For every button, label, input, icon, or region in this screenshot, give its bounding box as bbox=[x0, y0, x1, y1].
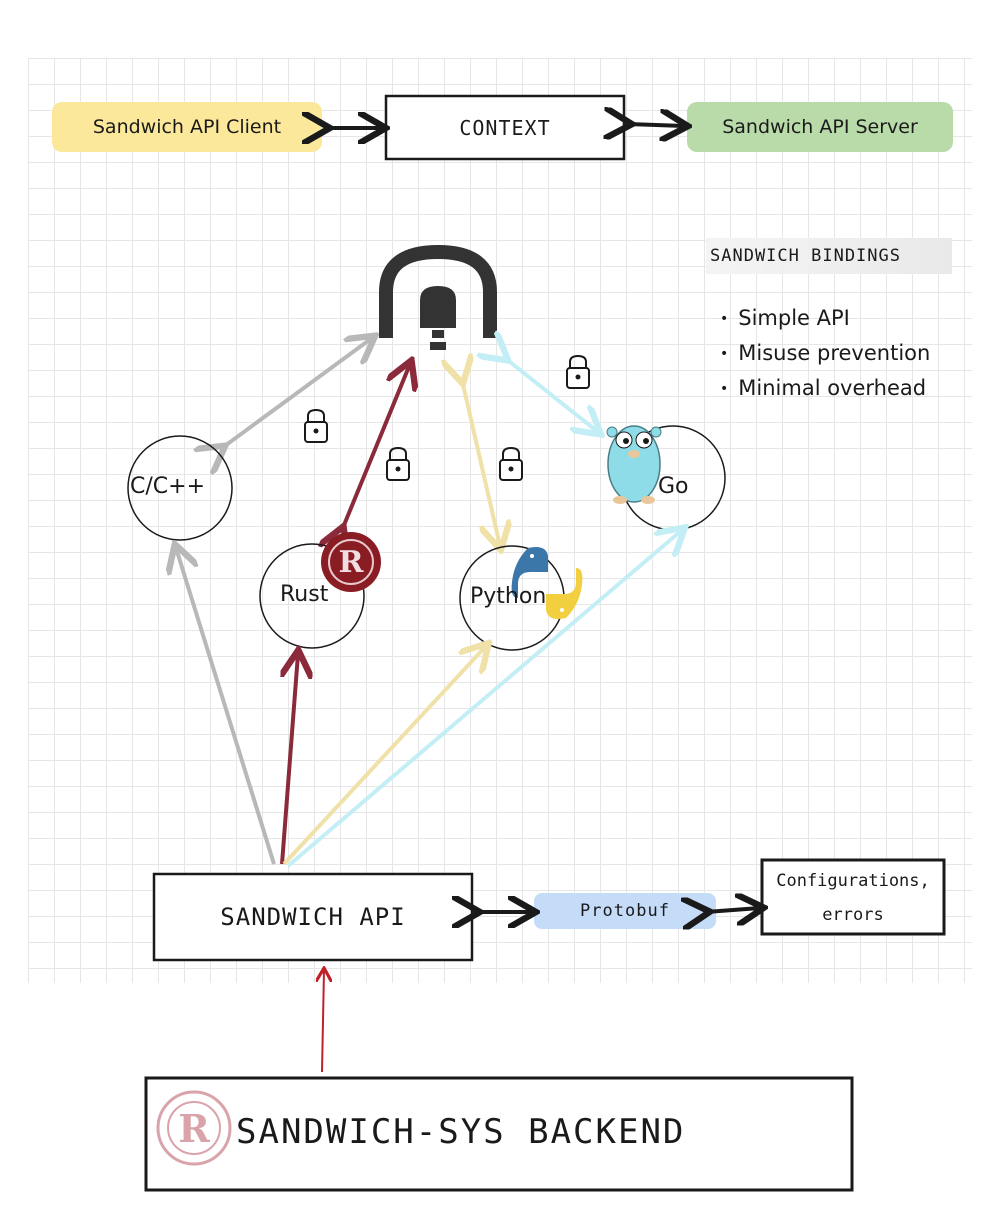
backend-api-arrow bbox=[322, 970, 324, 1073]
c-tunnel-arrow bbox=[222, 338, 372, 448]
feature-item: Misuse prevention bbox=[720, 337, 930, 372]
feature-item: Simple API bbox=[720, 302, 930, 337]
context-label: CONTEXT bbox=[459, 115, 551, 140]
rust-node-label: Rust bbox=[280, 582, 329, 607]
feature-item: Minimal overhead bbox=[720, 372, 930, 407]
context-server-arrow bbox=[628, 124, 684, 126]
lock-icon bbox=[386, 446, 410, 481]
config-box bbox=[760, 858, 946, 936]
client-pill-bg bbox=[52, 102, 322, 152]
bindings-title-bg bbox=[706, 238, 952, 274]
api-python-arrow bbox=[282, 646, 486, 866]
python-tunnel-arrow bbox=[462, 380, 500, 546]
sandwich-api-label: SANDWICH API bbox=[220, 903, 406, 931]
server-pill-bg bbox=[687, 102, 953, 152]
config-line: Configurations, bbox=[776, 871, 930, 891]
api-rust-arrow bbox=[280, 654, 298, 865]
tunnel-icon bbox=[379, 244, 497, 350]
python-logo-icon bbox=[511, 547, 583, 619]
context-box bbox=[384, 94, 626, 161]
protobuf-pill-bg bbox=[534, 893, 716, 929]
bindings-title: SANDWICH BINDINGS bbox=[710, 246, 901, 266]
python-node-label: Python bbox=[470, 584, 547, 609]
api-go-arrow bbox=[286, 530, 682, 868]
bindings-feature-list: Simple API Misuse prevention Minimal ove… bbox=[720, 302, 930, 407]
backend-box bbox=[144, 1076, 854, 1192]
config-label: Configurations, errors bbox=[762, 864, 944, 932]
c-node-label: C/C++ bbox=[130, 474, 206, 499]
protobuf-config-arrow bbox=[706, 908, 760, 912]
backend-label: SANDWICH-SYS BACKEND bbox=[236, 1112, 686, 1152]
svg-text:R: R bbox=[339, 545, 365, 580]
go-node-label: Go bbox=[658, 474, 689, 499]
lock-icon bbox=[499, 446, 523, 481]
api-c-arrow bbox=[176, 548, 276, 865]
client-label: Sandwich API Client bbox=[92, 116, 282, 138]
svg-text:R: R bbox=[178, 1106, 210, 1151]
config-line: errors bbox=[822, 905, 884, 925]
rust-logo-icon: R bbox=[321, 532, 381, 592]
go-gopher-icon bbox=[606, 425, 662, 504]
server-label: Sandwich API Server bbox=[722, 116, 918, 138]
rust-tunnel-arrow bbox=[342, 364, 410, 530]
rust-logo-icon: R bbox=[156, 1090, 232, 1166]
sandwich-api-box bbox=[152, 872, 474, 962]
lock-icon bbox=[566, 354, 590, 389]
protobuf-label: Protobuf bbox=[580, 901, 670, 921]
go-tunnel-arrow bbox=[505, 358, 598, 432]
lock-icon bbox=[304, 408, 328, 443]
